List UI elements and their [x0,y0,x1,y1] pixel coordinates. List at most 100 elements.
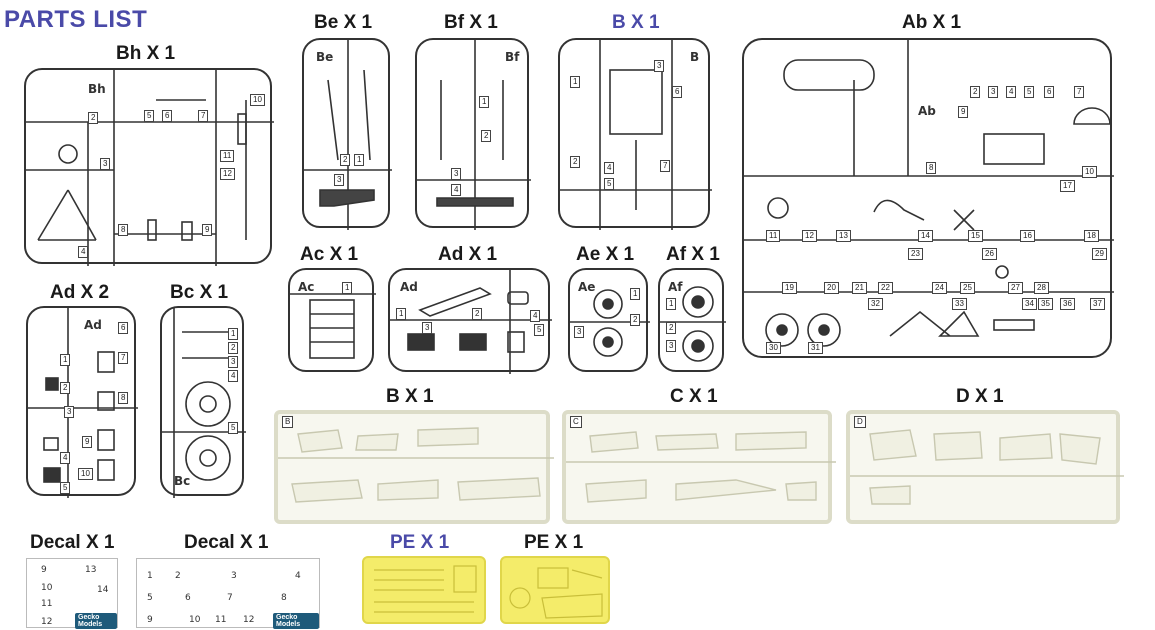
label-sprue-b-cream: B X 1 [386,386,434,407]
part-number: 1 [354,154,365,166]
part-number: 2 [228,342,239,354]
decal-number: 2 [175,571,181,581]
label-sprue-bf: Bf X 1 [444,12,498,33]
label-sprue-be: Be X 1 [314,12,373,33]
decal-number: 1 [147,571,153,581]
sprue-letter: C [570,416,582,428]
part-number: 26 [982,248,997,260]
part-number: 1 [570,76,581,88]
sprue-letter: Ac [298,280,315,294]
decal-number: 8 [281,593,287,603]
decal-number: 14 [97,585,109,595]
label-pe-2: PE X 1 [524,532,584,553]
sprue-letter: Af [668,280,683,294]
label-sprue-b-top: B X 1 [612,12,660,33]
part-number: 1 [60,354,71,366]
part-number: 5 [228,422,239,434]
sprue-ae: Ae 1 2 3 [568,268,650,372]
sprue-ac: Ac 1 [288,268,376,372]
label-decal-1: Decal X 1 [30,532,115,553]
part-number: 2 [666,322,677,334]
label-pe-1: PE X 1 [390,532,450,553]
part-number: 19 [782,282,797,294]
part-number: 3 [988,86,999,98]
sprue-ab: Ab 8 2 3 4 5 6 7 9 10 11 12 13 14 15 16 … [742,38,1114,358]
sprue-letter: Ab [918,104,936,118]
part-number: 6 [1044,86,1055,98]
label-sprue-af: Af X 1 [666,244,720,265]
part-number: 7 [198,110,209,122]
part-number: 32 [868,298,883,310]
part-number: 6 [672,86,683,98]
label-decal-2: Decal X 1 [184,532,269,553]
decal-number: 13 [85,565,97,575]
part-number: 3 [334,174,345,186]
sprue-ad-tall: Ad 1 2 3 4 5 6 7 8 9 10 [26,306,138,498]
decal-sheet-1: 9 13 10 14 11 12 Gecko Models [26,558,118,629]
part-number: 20 [824,282,839,294]
label-sprue-c-cream: C X 1 [670,386,718,407]
sprue-letter: Be [316,50,334,64]
part-number: 10 [1082,166,1097,178]
label-sprue-ae: Ae X 1 [576,244,635,265]
part-number: 22 [878,282,893,294]
part-number: 2 [88,112,99,124]
sprue-letter: Ad [84,318,102,332]
part-number: 1 [342,282,353,294]
part-number: 3 [64,406,75,418]
part-number: 9 [202,224,213,236]
sprue-bf-parts [417,40,531,230]
part-number: 2 [472,308,483,320]
pe-fret-2 [500,556,610,624]
part-number: 30 [766,342,781,354]
part-number: 12 [802,230,817,242]
sprue-letter: Ad [400,280,418,294]
part-number: 21 [852,282,867,294]
part-number: 1 [630,288,641,300]
part-number: 6 [118,322,129,334]
decal-number: 9 [147,615,153,625]
sprue-ac-parts [290,293,376,359]
part-number: 2 [481,130,492,142]
decal-sheet-2: 1 2 3 4 5 6 7 8 9 10 11 12 Gecko Models [136,558,320,629]
part-number: 18 [1084,230,1099,242]
part-number: 6 [162,110,173,122]
part-number: 28 [1034,282,1049,294]
part-number: 7 [1074,86,1085,98]
part-number: 4 [1006,86,1017,98]
part-number: 5 [60,482,71,494]
part-number: 15 [968,230,983,242]
decal-number: 4 [295,571,301,581]
part-number: 25 [960,282,975,294]
part-number: 14 [918,230,933,242]
sprue-letter: Ae [578,280,596,294]
decal-number: 10 [189,615,201,625]
part-number: 3 [574,326,585,338]
part-number: 1 [479,96,490,108]
sprue-be: Be 1 2 3 [302,38,392,230]
part-number: 29 [1092,248,1107,260]
decal-number: 12 [243,615,255,625]
part-number: 4 [451,184,462,196]
part-number: 31 [808,342,823,354]
label-sprue-bh: Bh X 1 [116,43,176,64]
decal-number: 9 [41,565,47,575]
part-number: 8 [118,224,129,236]
sprue-d-cream-parts [850,429,1124,505]
sprue-d-cream: D [846,410,1124,524]
sprue-c-cream: C [562,410,836,524]
sprue-letter: Bh [88,82,106,96]
part-number: 2 [970,86,981,98]
part-number: 11 [220,150,235,162]
part-number: 16 [1020,230,1035,242]
label-sprue-ad-tall: Ad X 2 [50,282,110,303]
sprue-b-cream: B [274,410,554,524]
part-number: 4 [530,310,541,322]
label-sprue-ad-small: Ad X 1 [438,244,498,265]
page-title: PARTS LIST [4,6,148,33]
part-number: 7 [118,352,129,364]
part-number: 9 [82,436,93,448]
decal-number: 12 [41,617,53,627]
part-number: 5 [144,110,155,122]
part-number: 10 [78,468,93,480]
